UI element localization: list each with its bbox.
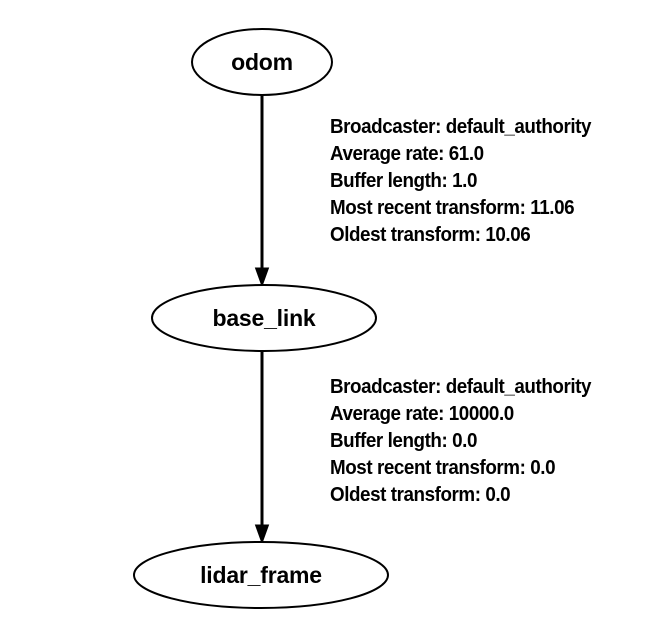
edge-base-link-to-lidar-frame [254, 351, 270, 545]
node-base-link-shape[interactable] [151, 284, 377, 352]
arrowhead-icon [254, 524, 270, 545]
node-base-link[interactable]: base_link [151, 284, 377, 352]
edge-label-most-recent-transform: Most recent transform: 0.0 [330, 457, 556, 479]
node-odom-label: odom [231, 49, 293, 75]
edge-label-oldest-transform: Oldest transform: 10.06 [330, 224, 531, 246]
edge-label-average-rate: Average rate: 61.0 [330, 143, 484, 165]
node-lidar-frame-shape[interactable] [133, 541, 389, 609]
edge-label-average-rate: Average rate: 10000.0 [330, 403, 514, 425]
edge-label-odom-to-base-link: Broadcaster: default_authority Average r… [330, 114, 591, 249]
node-odom-shape[interactable] [191, 28, 333, 96]
edge-label-buffer-length: Buffer length: 1.0 [330, 170, 477, 192]
edge-label-buffer-length: Buffer length: 0.0 [330, 430, 477, 452]
edge-label-broadcaster: Broadcaster: default_authority [330, 116, 592, 138]
edge-odom-to-base-link [254, 95, 270, 288]
edge-label-base-link-to-lidar-frame: Broadcaster: default_authority Average r… [330, 374, 591, 509]
edge-label-oldest-transform: Oldest transform: 0.0 [330, 484, 511, 506]
node-odom[interactable]: odom [191, 28, 333, 96]
arrowhead-icon [254, 267, 270, 288]
node-base-link-label: base_link [212, 305, 315, 331]
node-lidar-frame-label: lidar_frame [200, 562, 322, 588]
edge-label-broadcaster: Broadcaster: default_authority [330, 376, 592, 398]
node-lidar-frame[interactable]: lidar_frame [133, 541, 389, 609]
edge-label-most-recent-transform: Most recent transform: 11.06 [330, 197, 575, 219]
